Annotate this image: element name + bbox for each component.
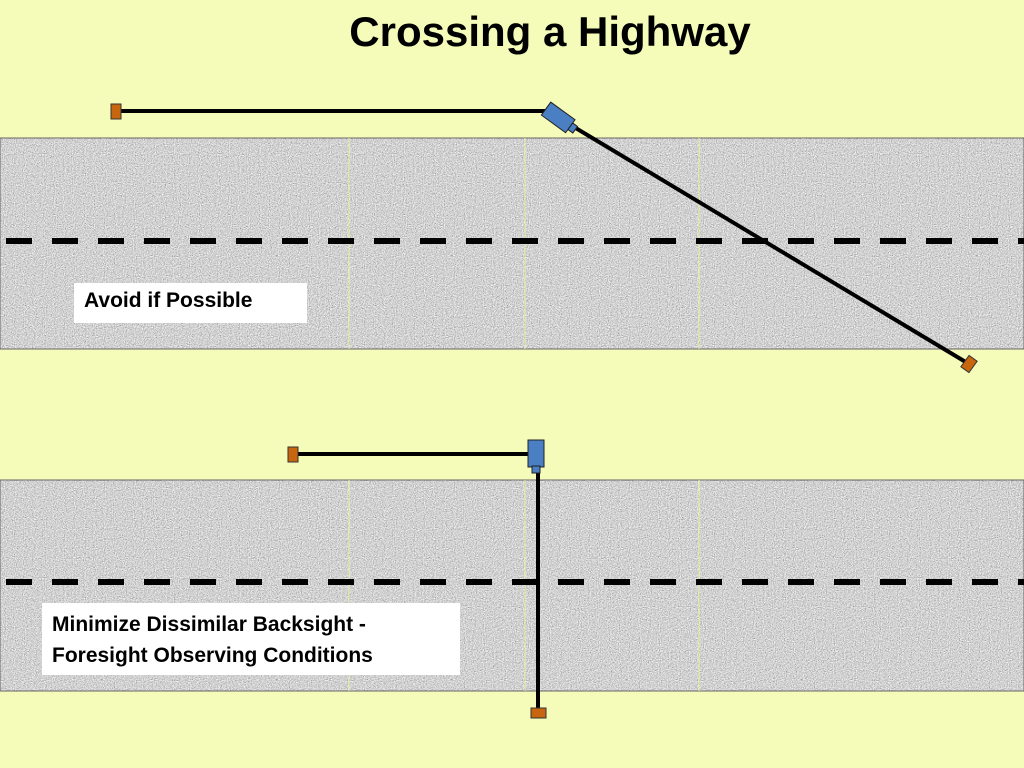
avoid-label: Avoid if Possible	[74, 283, 307, 323]
minimize-label-line2: Foresight Observing Conditions	[52, 644, 373, 667]
slide-title: Crossing a Highway	[349, 8, 751, 55]
level-instrument-upper	[540, 101, 579, 134]
rod-backsight-lower	[287, 446, 299, 463]
rod-foresight-upper	[960, 354, 978, 374]
foresight-line-upper	[572, 125, 971, 366]
minimize-label-line1: Minimize Dissimilar Backsight -	[52, 613, 366, 636]
rod-foresight-lower	[530, 707, 547, 719]
setup-avoid	[110, 101, 978, 374]
minimize-label: Minimize Dissimilar Backsight - Foresigh…	[42, 603, 460, 675]
setup-minimize	[287, 439, 547, 719]
level-instrument-lower	[527, 439, 545, 468]
rod-backsight-upper	[110, 103, 122, 120]
